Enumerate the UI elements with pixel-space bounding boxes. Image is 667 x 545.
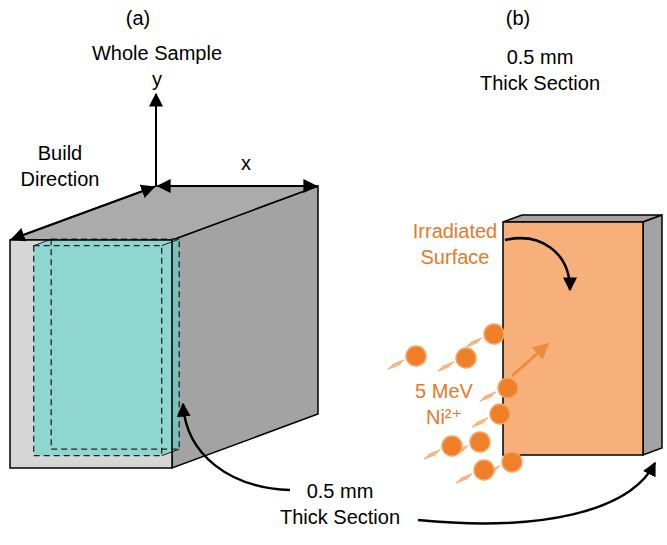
- section-side-edge: [643, 215, 662, 455]
- ion-trail: [456, 478, 468, 483]
- section-label: 0.5 mm Thick Section: [280, 478, 400, 530]
- cube-top-face: [10, 186, 318, 240]
- x-axis-arrow: [158, 185, 316, 187]
- ion-trail: [424, 454, 436, 459]
- slab-back-outline: [51, 239, 179, 449]
- panel-letter: (a): [126, 5, 150, 31]
- ion-trail: [466, 342, 478, 347]
- ni-ion: [474, 460, 494, 480]
- ion-group: [388, 324, 522, 483]
- surface-label: Irradiated Surface: [413, 218, 498, 270]
- axis-label: x: [241, 150, 251, 176]
- section-label: 0.5 mm Thick Section: [480, 44, 600, 96]
- leader-arrow: [505, 238, 570, 290]
- ni-ion: [406, 346, 426, 366]
- cube-front-outline: [10, 240, 172, 468]
- irradiated-surface: [503, 222, 643, 455]
- ni-ion: [442, 436, 462, 456]
- ni-ion: [456, 348, 476, 368]
- ion-trail: [480, 396, 492, 401]
- axis-label: y: [152, 66, 162, 92]
- build-direction-arrow: [12, 187, 154, 239]
- slab-edges: [34, 239, 180, 456]
- section-top-edge: [503, 215, 662, 222]
- slab-front-outline: [34, 246, 162, 456]
- leader-arrow: [418, 463, 655, 523]
- ni-ion: [498, 378, 518, 398]
- leader-arrow: [183, 404, 290, 490]
- ion-trail: [388, 364, 400, 369]
- ion-label: 5 MeV Ni²⁺: [415, 378, 473, 430]
- ion-trail: [472, 422, 484, 427]
- ni-ion: [490, 404, 510, 424]
- panel-letter: (b): [506, 5, 530, 31]
- direction-label: Build Direction: [21, 140, 100, 192]
- y-axis-arrow: [155, 94, 157, 186]
- thick-section-slab: [34, 239, 180, 456]
- ni-ion: [484, 324, 504, 344]
- ion-trail: [438, 366, 450, 371]
- ni-ion: [502, 452, 522, 472]
- ni-ion: [470, 432, 490, 452]
- sample-label: Whole Sample: [92, 40, 222, 66]
- ion-direction-arrow: [512, 344, 548, 376]
